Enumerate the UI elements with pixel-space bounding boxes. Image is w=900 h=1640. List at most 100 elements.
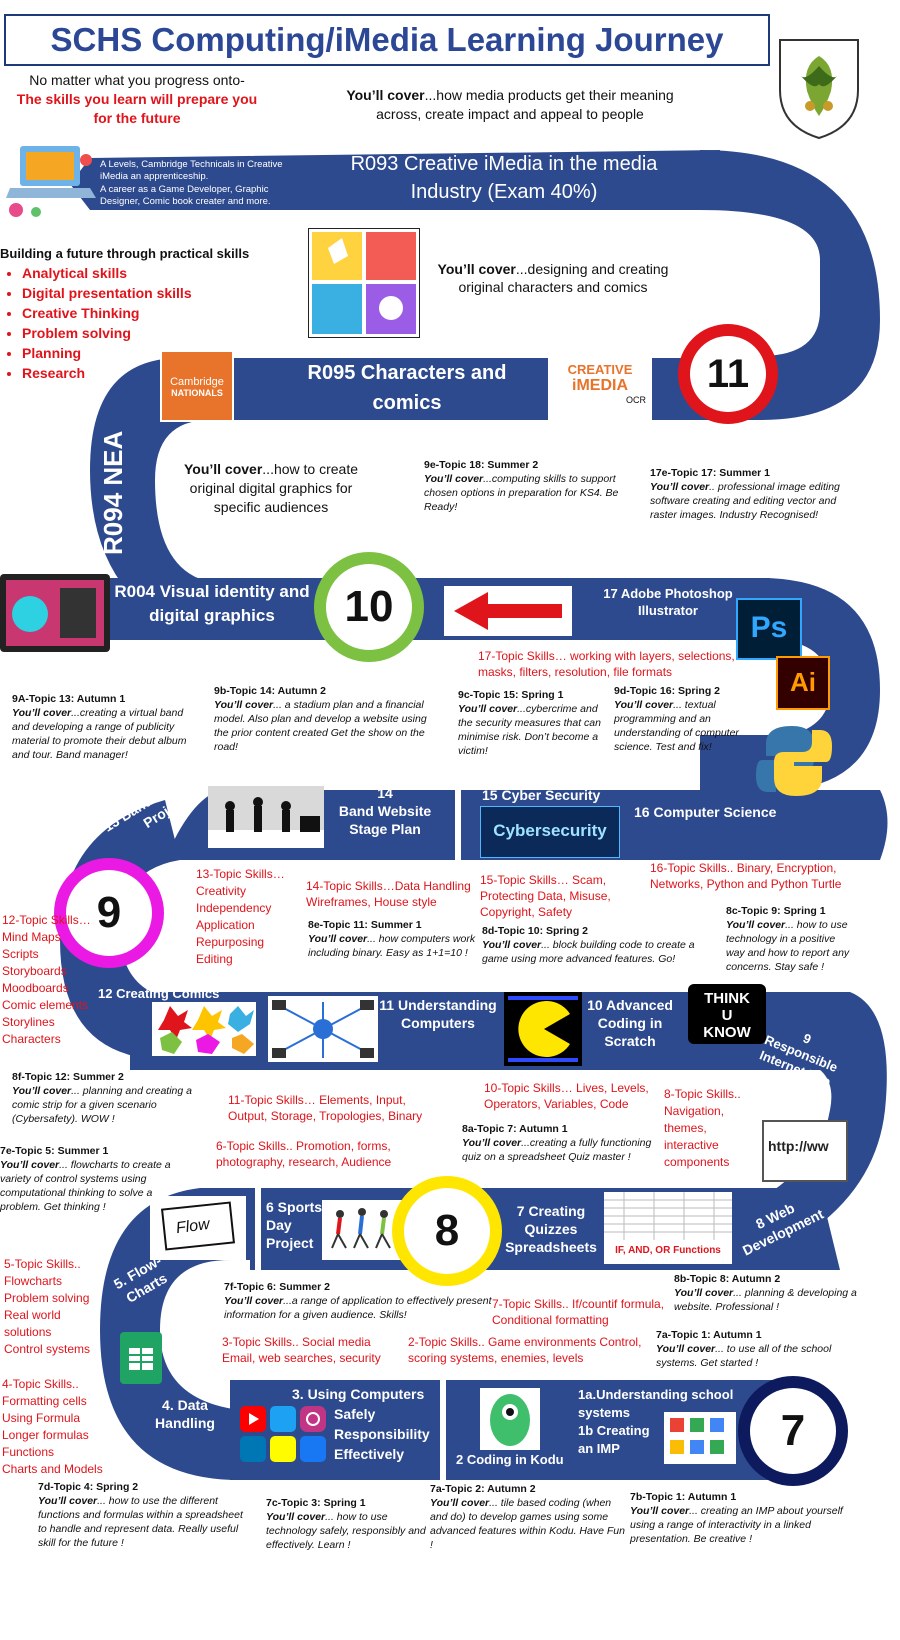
year-10-badge: 10 (314, 552, 424, 662)
page-title: SCHS Computing/iMedia Learning Journey (50, 21, 724, 58)
topic-head: 9d-Topic 16: Spring 2 (614, 685, 720, 697)
cover-text: ... flowcharts to create a variety of co… (0, 1159, 171, 1213)
year-8-badge: 8 (392, 1176, 502, 1286)
progression-line: Designer, Comic book creater and more. (100, 196, 271, 207)
spreadsheet-image: IF, AND, OR Functions (604, 1192, 732, 1264)
cambridge-nationals-logo: Cambridge NATIONALS (160, 350, 234, 422)
topic-head: 8b-Topic 8: Autumn 2 (674, 1273, 781, 1285)
cover-text: ... block building code to create a game… (482, 939, 695, 965)
http-image: http://ww (762, 1120, 848, 1182)
illustrator-logo: Ai (776, 656, 830, 710)
year-9-badge: 9 (54, 858, 164, 968)
cambridge-logo-line-1: Cambridge (170, 376, 224, 388)
creative-logo-line-3: OCR (626, 395, 646, 405)
data-handling-label: 4. Data Handling (150, 1396, 220, 1432)
cover-text: ... planning & developing a website. Pro… (674, 1287, 857, 1313)
skill-item: Digital presentation skills (22, 283, 270, 303)
cover-text: ...a range of application to effectively… (224, 1295, 492, 1321)
skill-item: Moodboards (2, 981, 69, 995)
creating-comics-label: 12 Creating Comics (98, 986, 220, 1001)
cover-text: ...computing skills to support chosen op… (424, 473, 619, 513)
band-website-line-1: 14 (377, 785, 393, 801)
quizzes-line-3: Spreadsheets (505, 1239, 597, 1255)
skill-item: Creativity (196, 884, 247, 898)
safely-line-2: Responsibility (334, 1426, 430, 1442)
year-11-number: 11 (690, 336, 766, 412)
skills-12: 12-Topic Skills… Mind Maps Scripts Story… (2, 912, 112, 1048)
topic-head: 9b-Topic 14: Autumn 2 (214, 685, 327, 697)
adobe-line-2: Illustrator (638, 603, 698, 618)
cover-text: ... how to use the different functions a… (38, 1495, 243, 1549)
skill-item: Charts and Models (2, 1462, 103, 1476)
photoshop-logo: Ps (736, 598, 802, 660)
skill-item: Formatting cells (2, 1394, 87, 1408)
network-diagram-icon (268, 996, 378, 1062)
r004-line-2: digital graphics (149, 606, 275, 625)
skill-item: Navigation, (664, 1104, 725, 1118)
intro-text: No matter what you progress onto- The sk… (4, 71, 270, 128)
cover-lead: You’ll cover (266, 1511, 326, 1523)
skills-15: 15-Topic Skills… Scam, Protecting Data, … (480, 873, 611, 919)
creative-logo-line-1: CREATIVE (567, 362, 633, 377)
skill-item: Mind Maps (2, 930, 61, 944)
skill-item: Problem solving (22, 323, 270, 343)
topic-head: 8d-Topic 10: Spring 2 (482, 925, 588, 937)
kodu-label: 2 Coding in Kodu (456, 1452, 564, 1467)
cover-text: ... tile based coding (when and do) to d… (430, 1497, 625, 1551)
title-box: SCHS Computing/iMedia Learning Journey (4, 14, 770, 66)
creative-imedia-logo: CREATIVE iMEDIA OCR (548, 350, 652, 420)
skills-13: 13-Topic Skills… Creativity Independency… (196, 866, 306, 968)
topic-5-note: 7e-Topic 5: Summer 1 You’ll cover... flo… (0, 1144, 180, 1214)
year-11-badge: 11 (678, 324, 778, 424)
cover-lead: You’ll cover (224, 1295, 284, 1307)
thinkuknow-line-2: U (721, 1007, 733, 1024)
skills-8: 8-Topic Skills.. Navigation, themes, int… (664, 1086, 764, 1171)
intro-line-3: for the future (93, 110, 181, 126)
intro-line-2: The skills you learn will prepare you (16, 91, 258, 107)
safely-line-3: Effectively (334, 1446, 405, 1462)
creative-logo-line-2: iMEDIA (572, 377, 628, 394)
school-systems-line-2: systems (578, 1405, 631, 1420)
quizzes-label: 7 Creating Quizzes Spreadsheets (496, 1202, 606, 1256)
skills-head: 8-Topic Skills.. (664, 1087, 741, 1101)
skill-item: Real world (4, 1308, 61, 1322)
topic-head: 7f-Topic 6: Summer 2 (224, 1281, 330, 1293)
topic-head: 7a-Topic 2: Autumn 2 (430, 1483, 536, 1495)
topic-3-note: 7c-Topic 3: Spring 1 You’ll cover... how… (266, 1496, 426, 1552)
skill-item: themes, (664, 1121, 707, 1135)
understanding-label: 11 Understanding Computers (378, 996, 498, 1032)
r095-line-2: comics (372, 392, 442, 414)
understanding-line-1: 11 Understanding (379, 997, 497, 1013)
sports-line-3: Project (266, 1235, 314, 1251)
cover-text: ...how to create original digital graphi… (189, 461, 359, 515)
topic-12-note: 8f-Topic 12: Summer 2 You’ll cover... pl… (12, 1070, 212, 1126)
r093-label: R093 Creative iMedia in the media Indust… (324, 150, 684, 206)
adobe-line-1: 17 Adobe Photoshop (603, 586, 733, 601)
skill-item: Comic elements (2, 998, 89, 1012)
topic-10-note: 8d-Topic 10: Spring 2 You’ll cover... bl… (482, 924, 722, 966)
topic-head: 7c-Topic 3: Spring 1 (266, 1497, 366, 1509)
cover-lead: You’ll cover (346, 87, 425, 103)
topic-17-note: 17e-Topic 17: Summer 1 You’ll cover.. pr… (650, 466, 850, 522)
skill-item: Scripts (2, 947, 39, 961)
skills-4: 4-Topic Skills.. Formatting cells Using … (2, 1376, 122, 1478)
comics-cover: You’ll cover...designing and creating or… (428, 260, 678, 296)
skill-item: Planning (22, 343, 270, 363)
skills-head: 12-Topic Skills… (2, 913, 91, 927)
building-title: Building a future through practical skil… (0, 246, 250, 261)
data-handling-line-1: 4. Data (162, 1397, 208, 1413)
flowchart-sketch-icon (150, 1196, 246, 1260)
building-skills: Building a future through practical skil… (0, 245, 270, 383)
skill-item: Creative Thinking (22, 303, 270, 323)
scratch-label: 10 Advanced Coding in Scratch (582, 996, 678, 1050)
google-apps-icon (664, 1412, 736, 1464)
skill-item: Storylines (2, 1015, 55, 1029)
skills-7: 7-Topic Skills.. If/countif formula, Con… (492, 1297, 665, 1327)
skills-16: 16-Topic Skills.. Binary, Encryption, Ne… (650, 861, 842, 891)
skill-item: Control systems (4, 1342, 91, 1356)
thinkuknow-line-1: THINK (704, 990, 750, 1007)
cover-lead: You’ll cover (437, 261, 516, 277)
topic-18-note: 9e-Topic 18: Summer 2 You’ll cover...com… (424, 458, 620, 514)
top-cover: You’ll cover...how media products get th… (330, 86, 690, 124)
topic-head: 7e-Topic 5: Summer 1 (0, 1145, 109, 1157)
